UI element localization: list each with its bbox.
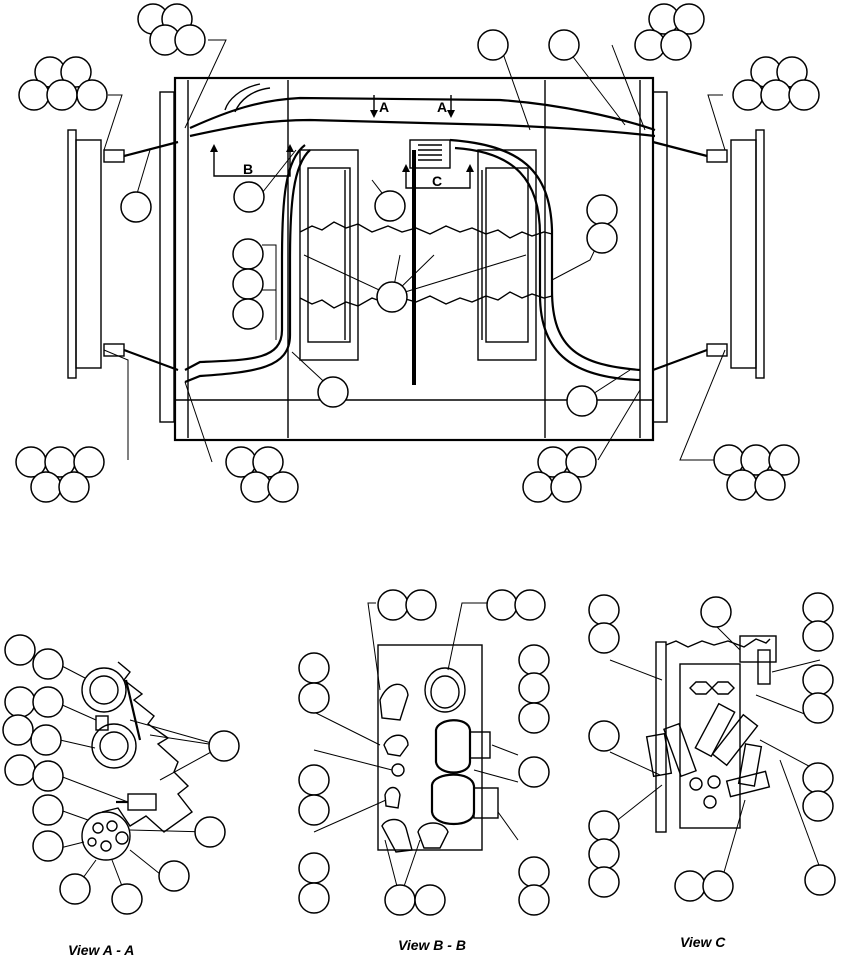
view-c: View C — [588, 592, 836, 950]
left-flange — [159, 91, 175, 423]
view-b-b: View B - B — [298, 589, 550, 953]
view-b-fittings — [379, 667, 499, 853]
leader-lines-view-b — [313, 602, 519, 899]
view-c-rail — [655, 641, 667, 833]
left-wheel-hub — [75, 139, 102, 369]
center-divider — [412, 150, 416, 385]
section-marker-c: C — [402, 164, 474, 189]
svg-text:C: C — [432, 173, 442, 189]
bulkhead-connector — [81, 811, 131, 861]
callout-balloons-view-b — [298, 589, 550, 916]
view-c-caption: View C — [680, 934, 726, 950]
view-b-caption: View B - B — [398, 937, 466, 953]
center-manifold — [409, 139, 451, 169]
section-marker-b: B — [210, 144, 294, 177]
hose-routing — [184, 83, 656, 384]
view-c-block — [679, 663, 741, 829]
svg-text:A: A — [379, 99, 389, 115]
right-flange — [652, 91, 668, 423]
right-outer-plate — [755, 129, 765, 379]
section-marker-a-left: A — [370, 95, 389, 118]
callout-balloons-view-c — [588, 592, 836, 902]
left-motor — [299, 149, 359, 361]
pulley-lower — [91, 723, 137, 769]
view-c-hose-ends — [645, 702, 771, 809]
view-a-a: View A - A — [2, 634, 240, 957]
leader-lines-view-c — [609, 624, 821, 887]
view-a-caption: View A - A — [68, 942, 134, 957]
leader-lines-main — [103, 39, 726, 463]
left-outer-plate — [67, 129, 77, 379]
right-wheel-hub — [730, 139, 757, 369]
callout-balloons-main — [15, 3, 820, 503]
break-line-bottom — [299, 291, 553, 309]
pulley-upper — [81, 667, 127, 713]
right-motor — [477, 149, 537, 361]
svg-text:A: A — [437, 99, 447, 115]
view-c-break-edge — [665, 638, 771, 648]
main-assembly-view: A A B C — [15, 3, 820, 503]
bracket-break-edge — [101, 661, 194, 833]
hex-plugs — [689, 681, 735, 695]
callout-balloons-view-a — [2, 634, 240, 915]
section-marker-a-right: A — [437, 95, 455, 118]
manifold-plate — [377, 644, 483, 851]
svg-text:B: B — [243, 161, 253, 177]
break-line-top — [299, 221, 553, 239]
